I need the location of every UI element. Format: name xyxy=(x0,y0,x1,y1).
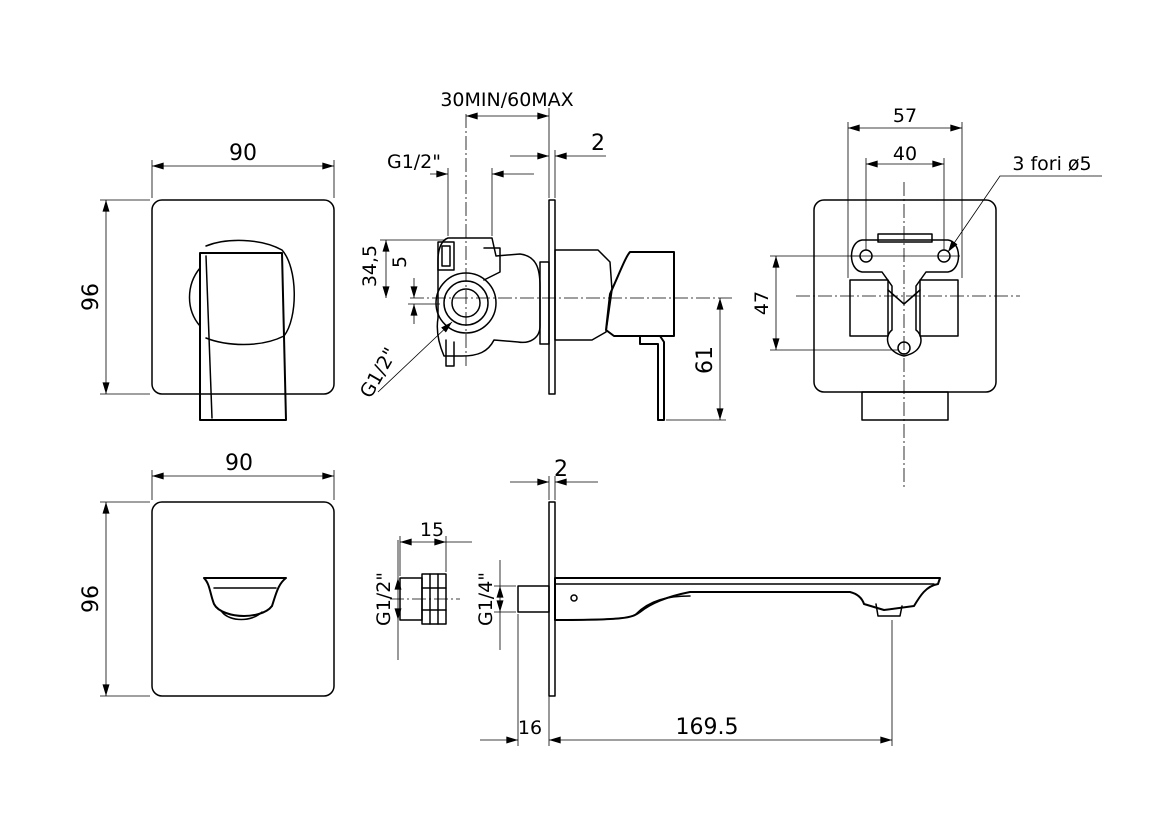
dim-label-rear-holes: 3 fori ø5 xyxy=(1012,153,1091,175)
spout-front-view: 90 96 xyxy=(79,451,335,697)
wall-plate xyxy=(548,199,556,395)
dim-label-handle: 61 xyxy=(693,346,718,374)
dim-label-rear-inner: 40 xyxy=(893,143,917,165)
dim-label-offset-b: 5 xyxy=(389,256,411,268)
cover-plate-outline xyxy=(151,199,335,395)
spout-side-view: 15 G1/2" 2 G1/4" 16 169. xyxy=(373,457,941,746)
dim-label-spout-base: 16 xyxy=(518,717,542,739)
spout-body-outline xyxy=(554,577,941,621)
dim-label-rear-outer: 57 xyxy=(893,105,917,127)
dim-label-spout-height: 96 xyxy=(79,585,104,613)
dim-label-nipple-length: 15 xyxy=(420,519,444,541)
dim-label-rear-height: 47 xyxy=(751,291,773,315)
lever-knob-outline xyxy=(205,239,295,346)
dim-label-spout-length: 169.5 xyxy=(676,715,739,740)
lever-handle-outline xyxy=(199,252,287,421)
dim-label-width: 90 xyxy=(229,141,257,166)
lever-knob-inner xyxy=(188,267,201,327)
mixer-rear-view: 57 40 3 fori ø5 47 xyxy=(751,105,1102,490)
rear-sleeve xyxy=(861,391,949,421)
dim-label-inlet-bottom: G1/2" xyxy=(356,344,402,402)
lever-handle-edge xyxy=(205,255,213,419)
dim-label-inlet-top: G1/2" xyxy=(387,151,441,173)
dim-label-spout-thread: G1/4" xyxy=(475,572,497,626)
mixer-side-view: 30MIN/60MAX 2 G1/2" 34,5 5 G1/2" 61 xyxy=(356,89,732,421)
sleeve-outline xyxy=(554,249,613,341)
dim-label-spout-plate: 2 xyxy=(554,457,568,482)
lever-drop-outline xyxy=(639,335,665,421)
side-lever-outline xyxy=(605,251,675,337)
dim-label-offset-a: 34,5 xyxy=(359,245,381,287)
spout-plate-outline xyxy=(151,501,335,697)
dim-label-nipple-thread: G1/2" xyxy=(373,572,395,626)
dim-label-spout-width: 90 xyxy=(225,451,253,476)
dim-label-height: 96 xyxy=(79,283,104,311)
dim-label-depth: 30MIN/60MAX xyxy=(440,89,573,111)
mounting-bracket xyxy=(850,239,960,357)
spout-outlet-outline xyxy=(203,577,287,617)
dim-label-plate: 2 xyxy=(591,131,605,156)
mixer-front-view: 90 96 xyxy=(79,141,335,421)
threaded-nipple xyxy=(390,573,460,625)
